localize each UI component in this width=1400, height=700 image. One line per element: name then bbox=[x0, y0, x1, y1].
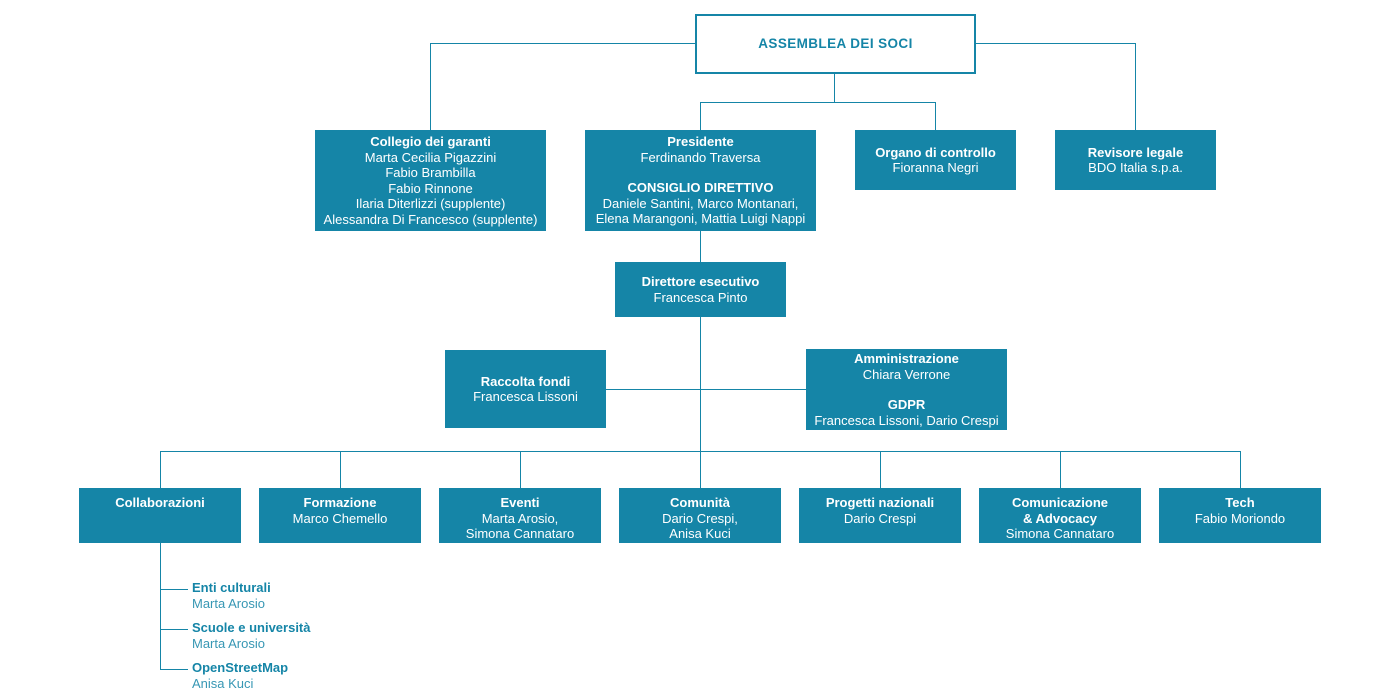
subitem-openstreetmap: OpenStreetMap Anisa Kuci bbox=[192, 661, 288, 691]
connector-line bbox=[834, 70, 835, 102]
member-name: Marta Cecilia Pigazzini bbox=[364, 149, 497, 165]
subitem-enti-culturali: Enti culturali Marta Arosio bbox=[192, 581, 271, 611]
member-name: Simona Cannataro bbox=[1005, 526, 1115, 541]
connector-line bbox=[700, 317, 701, 451]
connector-line bbox=[935, 102, 936, 130]
node-title: Presidente bbox=[667, 134, 734, 150]
member-name: Fabio Moriondo bbox=[1194, 510, 1286, 526]
member-name: Dario Crespi bbox=[843, 510, 917, 526]
node-title: & Advocacy bbox=[1023, 510, 1097, 526]
member-name: Francesca Lissoni, Dario Crespi bbox=[814, 412, 999, 428]
subitem-title: OpenStreetMap bbox=[192, 660, 289, 675]
member-name: Francesca Pinto bbox=[653, 289, 748, 305]
node-tech: Tech Fabio Moriondo bbox=[1159, 488, 1321, 543]
node-title: Formazione bbox=[303, 495, 377, 510]
connector-line bbox=[520, 451, 521, 488]
node-raccolta-fondi: Raccolta fondi Francesca Lissoni bbox=[445, 350, 606, 428]
node-title: Direttore esecutivo bbox=[641, 274, 760, 289]
member-name: BDO Italia s.p.a. bbox=[1088, 160, 1183, 175]
node-comunita: Comunità Dario Crespi, Anisa Kuci bbox=[619, 488, 781, 543]
node-collegio-dei-garanti: Collegio dei garanti Marta Cecilia Pigaz… bbox=[315, 130, 546, 231]
subitem-title: Enti culturali bbox=[192, 580, 271, 595]
connector-line bbox=[1240, 451, 1241, 488]
node-collaborazioni: Collaborazioni bbox=[79, 488, 241, 543]
member-name: Alessandra Di Francesco (supplente) bbox=[323, 211, 538, 227]
connector-line bbox=[160, 589, 188, 590]
node-title: Progetti nazionali bbox=[825, 495, 935, 510]
connector-line bbox=[700, 231, 701, 262]
member-name: Marco Chemello bbox=[292, 510, 388, 526]
node-organo-di-controllo: Organo di controllo Fioranna Negri bbox=[855, 130, 1016, 190]
connector-line bbox=[972, 43, 1135, 44]
member-name: Chiara Verrone bbox=[862, 366, 951, 382]
member-name: Dario Crespi, bbox=[662, 510, 738, 526]
connector-line bbox=[700, 102, 701, 130]
member-name: Simona Cannataro bbox=[465, 526, 575, 541]
connector-line bbox=[700, 102, 935, 103]
connector-line bbox=[160, 669, 188, 670]
connector-line bbox=[160, 451, 161, 488]
connector-line bbox=[160, 629, 188, 630]
subitem-title: Scuole e università bbox=[192, 620, 311, 635]
section-title: GDPR bbox=[887, 397, 926, 412]
member-name: Fioranna Negri bbox=[892, 160, 979, 175]
node-formazione: Formazione Marco Chemello bbox=[259, 488, 421, 543]
node-title: Eventi bbox=[500, 495, 540, 510]
section-title: CONSIGLIO DIRETTIVO bbox=[627, 180, 774, 196]
node-title: Collaborazioni bbox=[115, 495, 205, 510]
node-title: Comunità bbox=[670, 495, 730, 510]
member-name: Francesca Lissoni bbox=[473, 389, 578, 404]
node-revisore-legale: Revisore legale BDO Italia s.p.a. bbox=[1055, 130, 1216, 190]
connector-line bbox=[430, 43, 431, 130]
node-title: Revisore legale bbox=[1087, 144, 1184, 160]
member-name: Ferdinando Traversa bbox=[640, 149, 761, 165]
connector-line bbox=[1060, 451, 1061, 488]
connector-line bbox=[700, 451, 701, 488]
member-name: Fabio Brambilla bbox=[385, 165, 476, 180]
member-name: Daniele Santini, Marco Montanari, bbox=[602, 195, 799, 211]
connector-line bbox=[880, 451, 881, 488]
node-comunicazione-advocacy: Comunicazione & Advocacy Simona Cannatar… bbox=[979, 488, 1141, 543]
member-name: Marta Arosio bbox=[192, 636, 265, 651]
member-name: Marta Arosio bbox=[192, 596, 265, 611]
member-name: Ilaria Diterlizzi (supplente) bbox=[355, 196, 506, 211]
member-name: Fabio Rinnone bbox=[388, 180, 473, 196]
node-title: Raccolta fondi bbox=[480, 373, 571, 389]
member-name: Marta Arosio, bbox=[481, 510, 559, 526]
connector-line bbox=[160, 543, 161, 669]
member-name: Anisa Kuci bbox=[669, 526, 731, 541]
node-assemblea-dei-soci: ASSEMBLEA DEI SOCI bbox=[695, 14, 976, 74]
node-title: Collegio dei garanti bbox=[370, 134, 491, 149]
node-title: Amministrazione bbox=[854, 351, 959, 366]
connector-line bbox=[1135, 43, 1136, 130]
member-name: Elena Marangoni, Mattia Luigi Nappi bbox=[595, 211, 806, 227]
node-title: Tech bbox=[1225, 495, 1255, 510]
node-direttore-esecutivo: Direttore esecutivo Francesca Pinto bbox=[615, 262, 786, 317]
member-name: Anisa Kuci bbox=[192, 676, 254, 691]
node-progetti-nazionali: Progetti nazionali Dario Crespi bbox=[799, 488, 961, 543]
node-title: Comunicazione bbox=[1011, 495, 1109, 510]
node-title: ASSEMBLEA DEI SOCI bbox=[758, 36, 913, 52]
connector-line bbox=[606, 389, 806, 390]
node-eventi: Eventi Marta Arosio, Simona Cannataro bbox=[439, 488, 601, 543]
connector-line bbox=[430, 43, 695, 44]
node-presidente-consiglio-direttivo: Presidente Ferdinando Traversa CONSIGLIO… bbox=[585, 130, 816, 231]
node-amministrazione-gdpr: Amministrazione Chiara Verrone GDPR Fran… bbox=[806, 349, 1007, 430]
connector-line bbox=[340, 451, 341, 488]
node-title: Organo di controllo bbox=[875, 144, 996, 160]
subitem-scuole-e-universita: Scuole e università Marta Arosio bbox=[192, 621, 311, 651]
